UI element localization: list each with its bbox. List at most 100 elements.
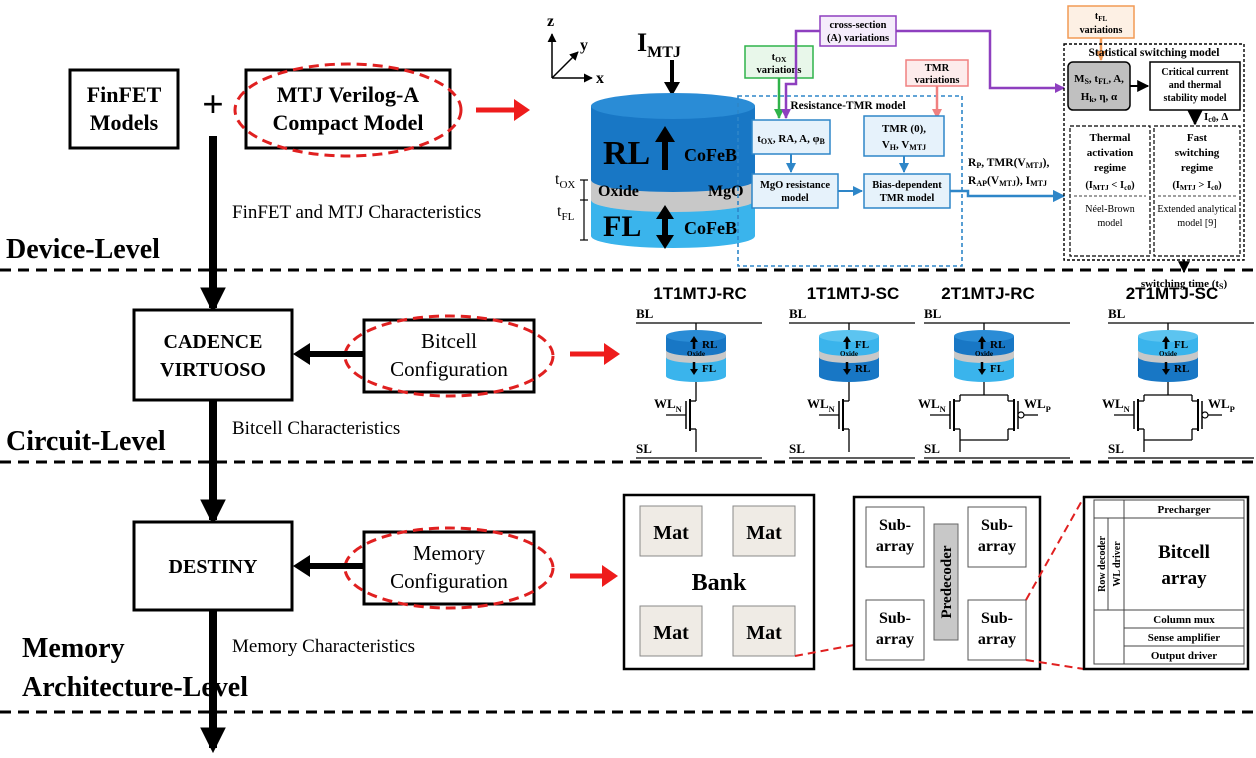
rl-magnet-arrowhead xyxy=(655,126,675,142)
level-label-circuit: Circuit-Level xyxy=(6,426,166,457)
critical-box xyxy=(1149,61,1241,111)
subarray-br-line1: Sub- xyxy=(981,610,1013,627)
mtj-oxide-label: Oxide xyxy=(840,350,858,358)
critical-line1: Critical current xyxy=(1161,67,1229,78)
mtj-bottom-arrowhead xyxy=(978,369,986,375)
mtj-top-arrowhead xyxy=(690,336,698,342)
zoom-line-4 xyxy=(1025,659,1085,670)
mtj-model-line2: Compact Model xyxy=(273,110,424,135)
bitcell-config-ellipse xyxy=(343,314,555,398)
sense-amp-label: Sense amplifier xyxy=(1148,632,1221,644)
rl-layer-top xyxy=(591,93,755,119)
mtj-model-ellipse xyxy=(233,62,463,158)
fast-line4: (IMTJ > Ic0) xyxy=(1172,180,1222,192)
cadence-box xyxy=(132,308,294,402)
memory-characteristics: Memory Characteristics xyxy=(232,636,415,657)
mat-bottom-left xyxy=(639,605,703,657)
memory-config-line1: Memory xyxy=(413,541,486,565)
mat-top-left xyxy=(639,505,703,557)
bitcell-config-box xyxy=(362,318,536,394)
wln-label: WLN xyxy=(654,396,682,414)
tmr-variations-label-2: variations xyxy=(915,75,960,86)
bitcell-config-line1: Bitcell xyxy=(421,329,477,353)
precharger-label: Precharger xyxy=(1158,504,1211,516)
sl-label: SL xyxy=(789,441,805,456)
fl-material: CoFeB xyxy=(684,218,737,238)
mgo-res-line2: model xyxy=(781,193,808,204)
destiny-box xyxy=(132,520,294,612)
mtj-oxide-label: Oxide xyxy=(975,350,993,358)
wlp-label: WLP xyxy=(1208,396,1235,414)
wln-label: WLN xyxy=(1102,396,1130,414)
bitcell-config-line2: Configuration xyxy=(390,357,508,381)
mtj-bottom-arrowhead xyxy=(1162,369,1170,375)
cross-section-arrow-left xyxy=(781,29,820,119)
thermal-line2: activation xyxy=(1087,147,1133,159)
bitcell-characteristics: Bitcell Characteristics xyxy=(232,418,400,439)
tfl-variations-line1: tFL xyxy=(1095,11,1108,23)
critical-line2: and thermal xyxy=(1169,80,1222,91)
mtj-top-arrowhead xyxy=(843,336,851,342)
cadence-line1: CADENCE xyxy=(164,331,263,353)
axis-x-label: x xyxy=(596,70,604,87)
cadence-line2: VIRTUOSO xyxy=(160,359,266,381)
bitcell-title: 1T1MTJ-RC xyxy=(653,284,747,303)
fl-magnet-arrowhead-down xyxy=(656,235,674,249)
pmos-bubble xyxy=(1201,411,1209,419)
fl-layer xyxy=(591,200,755,248)
subarray-tl-line2: array xyxy=(876,538,914,555)
stat-container xyxy=(1063,43,1245,261)
fl-label: FL xyxy=(603,210,641,243)
axis-y-label: y xyxy=(580,37,588,54)
stat-params-line2: Hk, η, α xyxy=(1081,91,1118,104)
destiny-label: DESTINY xyxy=(169,556,258,578)
fast-box xyxy=(1153,125,1241,257)
subarray-bl xyxy=(865,599,925,661)
tox-variations-line2: variations xyxy=(757,65,802,76)
oxide-label: Oxide xyxy=(598,183,639,200)
main-flow: FinFET Models + MTJ Verilog-A Compact Mo… xyxy=(68,62,620,754)
subarray-tr-line2: array xyxy=(978,538,1016,555)
tfl-variations-line2: variations xyxy=(1080,25,1123,36)
mtj-model-line1: MTJ Verilog-A xyxy=(277,82,419,107)
thermal-line3: regime xyxy=(1094,162,1126,174)
memory-config-box xyxy=(362,530,536,606)
row-decoder-label: Row decoder xyxy=(1097,536,1108,592)
axis-y-line xyxy=(551,51,579,79)
fl-magnet-arrowhead-up xyxy=(656,205,674,219)
mat-view: Sub- array Sub- array Sub- array Sub- ar… xyxy=(852,495,1085,671)
mgo-res-line1: MgO resistance xyxy=(760,180,830,191)
thermal-line4: (IMTJ < Ic0) xyxy=(1085,180,1135,192)
wl-driver-box xyxy=(1107,517,1125,611)
finfet-models-line2: Models xyxy=(90,110,159,135)
cross-section-line1: cross-section xyxy=(830,20,887,31)
bitcell-title: 2T1MTJ-RC xyxy=(941,284,1035,303)
mtj-top-cap xyxy=(819,330,879,342)
extended-line2: model [9] xyxy=(1177,218,1216,229)
subarray-bl-line2: array xyxy=(876,631,914,648)
tox-label: tOX xyxy=(555,171,575,191)
neel-line2: model xyxy=(1098,218,1123,229)
pmos-bubble xyxy=(1017,411,1025,419)
mtj-model-box xyxy=(244,68,452,150)
cross-section-arrow-right xyxy=(896,29,1065,93)
rtmr-title: Resistance-TMR model xyxy=(790,100,905,112)
wlp-label: WLP xyxy=(1024,396,1051,414)
mtj-model-flow: Resistance-TMR model tOX variations cros… xyxy=(737,5,1245,291)
sl-label: SL xyxy=(636,441,652,456)
sl-label: SL xyxy=(924,441,940,456)
thermal-box xyxy=(1069,125,1151,257)
bitcell-to-cadence-arrowhead xyxy=(293,343,310,365)
bitcell-schematics: 1T1MTJ-RCBLOxideRLFLWLNSL1T1MTJ-SCBLOxid… xyxy=(636,284,1254,459)
rl-layer xyxy=(591,106,755,192)
tox-variations-box xyxy=(744,45,814,79)
tmr0-line1: TMR (0), xyxy=(882,123,926,135)
switching-time-label: switching time (tS) xyxy=(1141,278,1228,291)
bank-view: Mat Mat Mat Mat Bank xyxy=(622,493,855,671)
mat-label-br: Mat xyxy=(746,622,782,644)
tmr0-line2: VH, VMTJ xyxy=(882,139,926,152)
memory-config-line2: Configuration xyxy=(390,569,508,593)
